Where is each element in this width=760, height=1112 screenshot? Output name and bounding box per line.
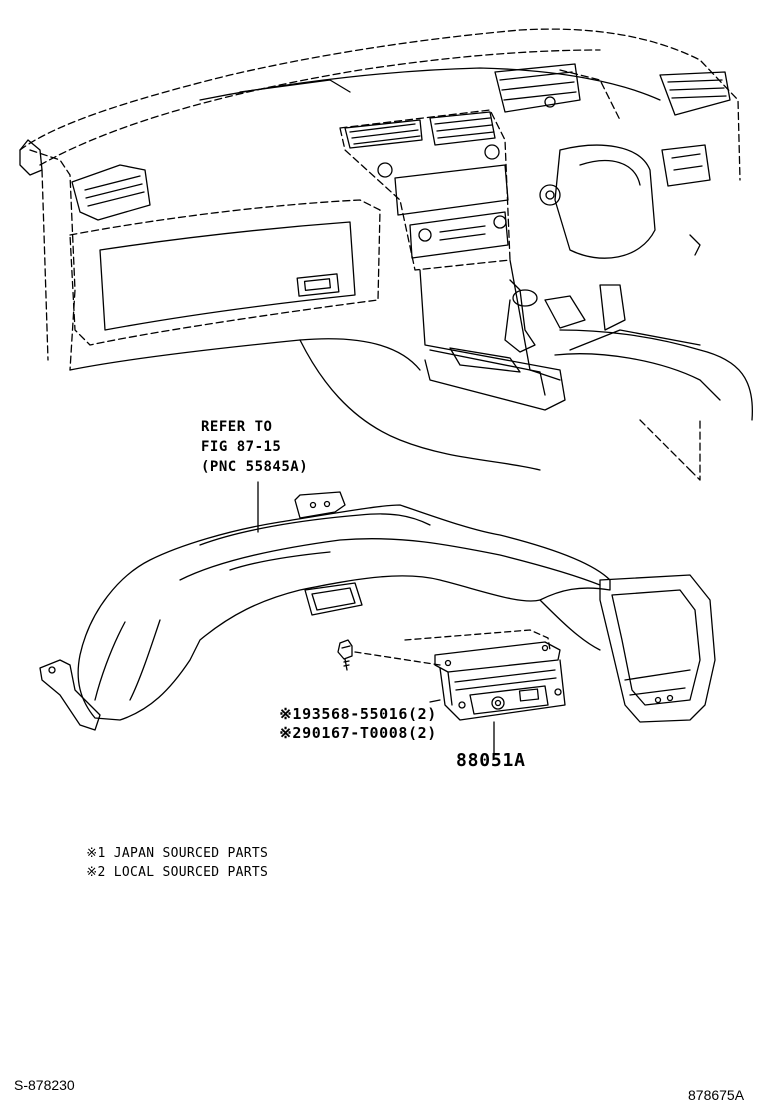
note-text: LOCAL SOURCED PARTS — [113, 865, 269, 880]
audio-unit-illustration — [404, 629, 566, 721]
part-row-2[interactable]: ※290167-T0008(2) — [260, 711, 437, 741]
part-row-1[interactable]: ※193568-55016(2) — [260, 692, 437, 722]
refer-to-line-2: FIG 87-15 — [201, 439, 282, 455]
part-number: 93568-55016 — [302, 705, 409, 723]
sheet-id-left: S-878230 — [14, 1077, 75, 1093]
note-row-2: ※2 LOCAL SOURCED PARTS — [70, 853, 268, 879]
sheet-id-right: 878675A — [688, 1087, 745, 1103]
note-mark: ※1 — [86, 846, 106, 861]
dashboard-illustration — [19, 28, 754, 481]
leader-lines — [257, 481, 495, 757]
refer-to-line-1: REFER TO — [201, 419, 273, 435]
air-duct-illustration — [39, 491, 716, 731]
note-row-1: ※1 JAPAN SOURCED PARTS — [70, 834, 268, 860]
part-qty: (2) — [408, 724, 437, 742]
part-qty: (2) — [408, 705, 437, 723]
part-number: 90167-T0008 — [302, 724, 409, 742]
note-mark: ※2 — [86, 865, 106, 880]
assembly-number[interactable]: 88051A — [456, 750, 526, 771]
source-mark: ※1 — [279, 705, 303, 723]
refer-to-line-3[interactable]: (PNC 55845A) — [201, 459, 309, 475]
source-mark: ※2 — [279, 724, 303, 742]
screw-icon — [337, 639, 441, 671]
note-text: JAPAN SOURCED PARTS — [113, 846, 269, 861]
